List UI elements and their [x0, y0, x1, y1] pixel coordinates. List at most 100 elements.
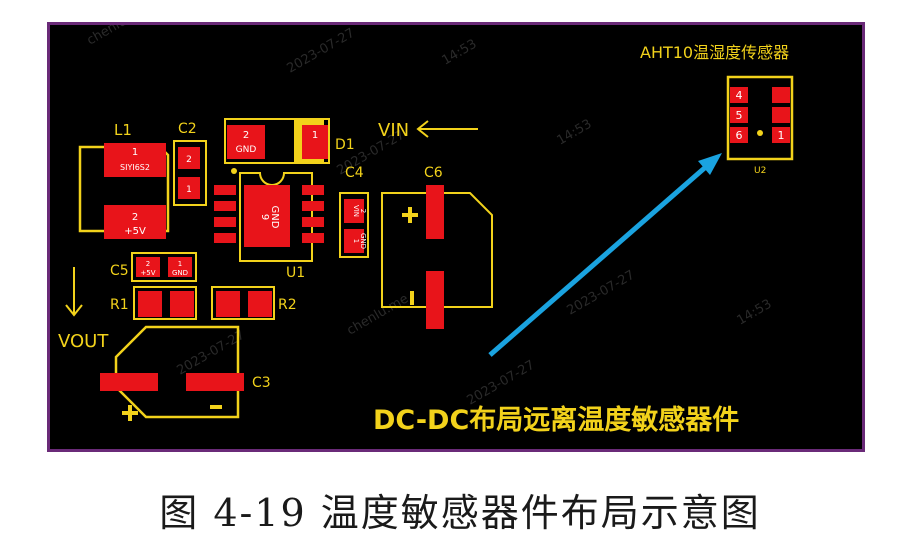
watermark: 2023-07-27 [175, 328, 248, 379]
pointer-arrow-head [698, 153, 722, 175]
label-r2: R2 [278, 297, 297, 313]
label-c5: C5 [110, 263, 129, 279]
u1-pin1-marker [231, 168, 237, 174]
u2-outline [726, 75, 794, 161]
label-u1: U1 [286, 265, 305, 281]
c5-pad-1 [168, 257, 192, 277]
c4-pad-2-num: 2 [359, 209, 367, 213]
u1-pin [302, 217, 324, 227]
watermark: chenlu.me [85, 25, 152, 48]
c5-pad-2-net: +5V [140, 269, 155, 277]
c2-pad-1-num: 1 [186, 185, 192, 195]
d1-pad-1 [302, 125, 328, 159]
d1-pad-2 [227, 125, 265, 159]
c4-outline [339, 192, 369, 258]
label-c6: C6 [424, 165, 443, 181]
watermark: 14:53 [555, 117, 595, 149]
r1-outline [133, 286, 197, 320]
r1-pad-a [138, 291, 162, 317]
l1-pad-1-num: 1 [132, 147, 138, 158]
d1-pad-2-net: GND [236, 145, 257, 155]
figure-caption: 图 4-19 温度敏感器件布局示意图 [159, 491, 761, 535]
c2-pad-2 [178, 147, 200, 169]
c3-pad-minus [186, 373, 244, 391]
label-c2: C2 [178, 121, 197, 137]
l1-pad-2-num: 2 [132, 212, 138, 223]
label-d1: D1 [335, 137, 355, 153]
u2-pad-6 [730, 127, 748, 143]
watermark: 2023-07-27 [465, 358, 538, 409]
c3-plus-icon [122, 405, 138, 421]
c6-pad-minus [426, 271, 444, 329]
watermark: 2023-07-27 [565, 268, 638, 319]
d1-pad-1-num: 1 [312, 130, 318, 141]
u2-pad-6-num: 6 [736, 129, 743, 142]
pcb-layout: chenlu.me 2023-07-27 14:53 2023-07-27 14… [58, 25, 794, 436]
r2-pad-a [216, 291, 240, 317]
watermark: 2023-07-27 [285, 26, 358, 77]
u1-pin [214, 185, 236, 195]
u1-outline [239, 172, 313, 262]
c5-pad-1-num: 1 [178, 260, 182, 268]
c5-pad-2-num: 2 [146, 260, 150, 268]
vout-arrow-head [65, 304, 83, 317]
u1-pin [214, 201, 236, 211]
u2-pad-2 [772, 107, 790, 123]
u2-pad-4-num: 4 [736, 89, 743, 102]
c4-pad-2 [344, 199, 364, 223]
c4-pad-1 [344, 229, 364, 253]
u1-pin [302, 233, 324, 243]
u1-pin [214, 233, 236, 243]
pointer-arrow-line [488, 163, 710, 357]
l1-pad-1 [104, 143, 166, 177]
c5-outline [131, 252, 197, 282]
u1-pins [214, 185, 324, 243]
c5-pad-1-net: GND [172, 269, 188, 277]
watermark: 14:53 [735, 297, 775, 329]
u1-pin [302, 185, 324, 195]
u1-pin [302, 201, 324, 211]
r1-pad-b [170, 291, 194, 317]
label-vout: VOUT [58, 331, 109, 352]
u2-pad-5 [730, 107, 748, 123]
c5-pad-2 [136, 257, 160, 277]
watermark: 14:53 [440, 37, 480, 69]
vin-arrow-head [416, 120, 429, 138]
label-c3: C3 [252, 375, 271, 391]
sensor-title: AHT10温湿度传感器 [640, 43, 789, 62]
label-r1: R1 [110, 297, 129, 313]
watermark: chenlu.me [345, 291, 412, 338]
c4-pad-2-net: VIN [352, 205, 360, 217]
u1-thermal-pin: 9 [259, 214, 270, 220]
c6-pad-plus [426, 185, 444, 239]
u2-pin1-marker [757, 130, 763, 136]
r2-pad-b [248, 291, 272, 317]
pcb-board: chenlu.me 2023-07-27 14:53 2023-07-27 14… [47, 22, 865, 452]
c3-pad-plus [100, 373, 158, 391]
u2-pad-4 [730, 87, 748, 103]
d1-outline [224, 118, 330, 164]
label-vin: VIN [378, 120, 409, 141]
d1-pad-2-num: 2 [243, 130, 249, 141]
layout-note: DC-DC布局远离温度敏感器件 [373, 404, 739, 436]
label-c4: C4 [345, 165, 364, 181]
c4-pad-1-net: GND [359, 233, 367, 249]
label-u2: U2 [754, 166, 766, 176]
c3-outline [114, 325, 240, 419]
u1-pin [214, 217, 236, 227]
l1-pad-2-net: +5V [124, 226, 146, 237]
c6-plus-icon [402, 207, 418, 223]
l1-pad-1-code: SIYI6S2 [120, 163, 150, 172]
c2-pad-1 [178, 177, 200, 199]
c2-outline [173, 140, 207, 206]
l1-pad-2 [104, 205, 166, 239]
c6-outline [381, 192, 493, 308]
c4-pad-1-num: 1 [352, 239, 360, 243]
u2-pad-1-num: 1 [778, 129, 785, 142]
u2-pad-1 [772, 127, 790, 143]
u1-thermal-pad [244, 185, 290, 247]
label-l1: L1 [114, 121, 132, 139]
c2-pad-2-num: 2 [186, 155, 192, 165]
r2-outline [211, 286, 275, 320]
u2-pad-3 [772, 87, 790, 103]
